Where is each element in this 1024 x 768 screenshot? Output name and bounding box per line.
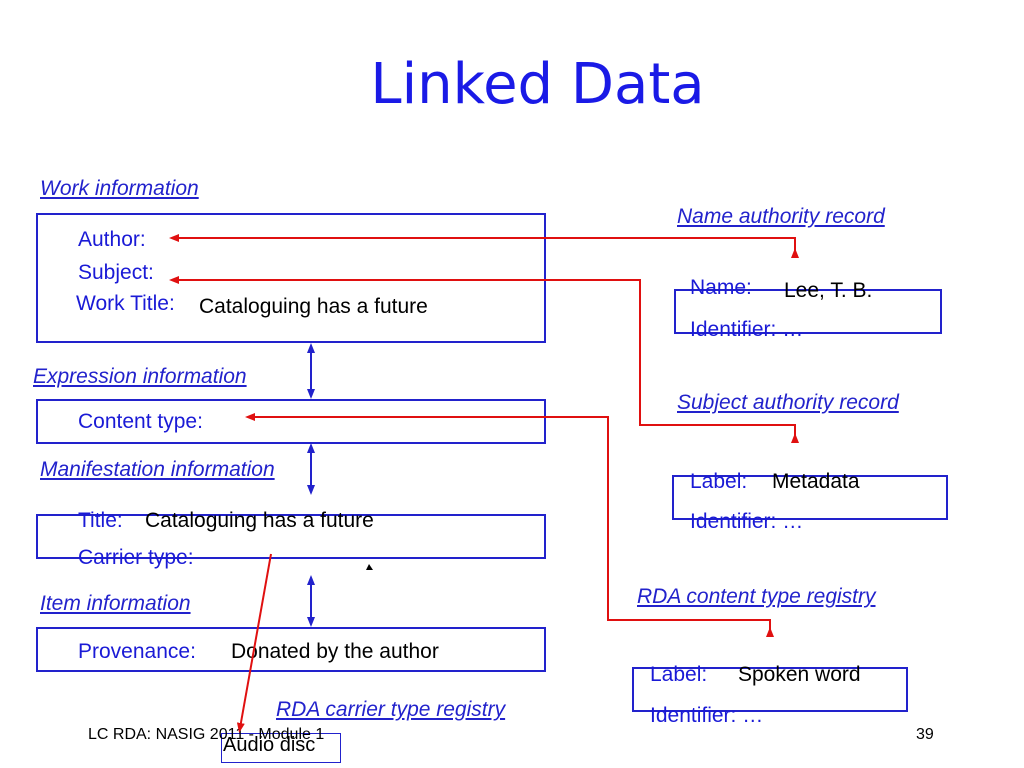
provenance-label: Provenance: [78,640,196,663]
provenance-value: Donated by the author [231,640,439,663]
carrier-type-link-arrow [236,553,272,733]
carrier-registry-heading: RDA carrier type registry [276,698,506,721]
author-link-arrow [169,234,799,258]
work-title-label: Work Title: [76,292,175,315]
item-information-heading: Item information [40,592,191,615]
subject-label: Subject: [78,261,154,284]
carrier-record-box [221,733,341,763]
name-authority-heading: Name authority record [677,205,885,228]
slide-title: Linked Data [370,52,705,117]
content-record-box [632,667,908,712]
subject-label-value: Metadata [772,470,860,493]
page-number: 39 [916,726,934,743]
author-label: Author: [78,228,146,251]
content-type-link-arrow [245,413,774,637]
manifestation-title-label: Title: [78,509,123,532]
carrier-record-value: Audio disc [223,734,316,756]
subject-link-arrow [169,276,799,443]
manifestation-information-heading: Manifestation information [40,458,275,481]
footer-text: LC RDA: NASIG 2011 - Module 1 [88,726,325,743]
content-label-label: Label: [650,663,708,686]
work-information-heading: Work information [40,177,199,200]
cursor-mark-icon [366,564,373,570]
content-label-value: Spoken word [738,663,861,686]
name-value: Lee, T. B. [784,279,873,302]
content-identifier: Identifier: … [650,704,764,727]
carrier-type-label: Carrier type: [78,546,194,569]
